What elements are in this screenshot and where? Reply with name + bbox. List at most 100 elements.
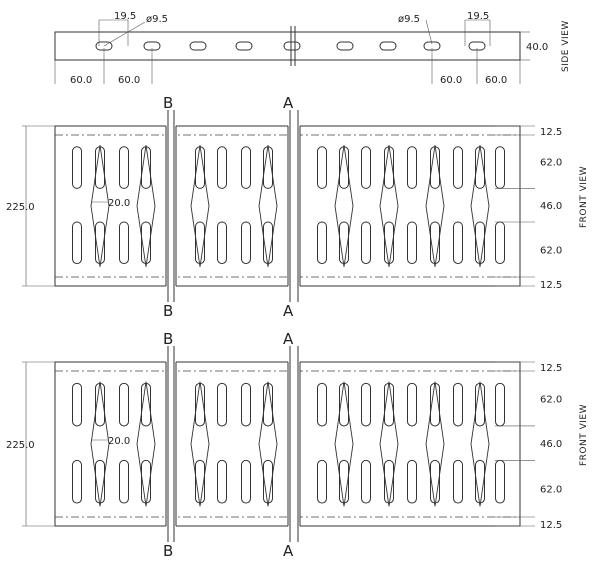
ventilation-slot — [217, 459, 227, 504]
ventilation-slot — [407, 382, 417, 427]
diamond-rib — [470, 381, 490, 507]
ventilation-slot — [72, 382, 82, 427]
mounting-hole — [235, 41, 253, 51]
side-view-holes — [95, 41, 486, 51]
dim-leader — [103, 21, 146, 47]
mounting-hole — [336, 41, 354, 51]
ventilation-slot — [361, 382, 371, 427]
mounting-hole — [379, 41, 397, 51]
ventilation-slot — [495, 459, 505, 504]
section-label-a: A — [283, 302, 294, 320]
diamond-width-dim: 20.0 — [108, 198, 130, 209]
pitch-dim: 60.0 — [485, 75, 507, 86]
ventilation-slot — [361, 146, 371, 189]
hole-diameter-right: ø9.5 — [398, 14, 420, 25]
break-gap — [288, 360, 300, 528]
ventilation-slot — [495, 221, 505, 265]
front-view-label: FRONT VIEW — [579, 166, 589, 228]
diamond-width-dim: 20.0 — [108, 436, 130, 447]
diamond-rib — [470, 145, 490, 267]
ventilation-slot — [317, 382, 327, 427]
break-gap — [166, 360, 176, 528]
ventilation-slot — [119, 146, 129, 189]
right-dim: 62.0 — [540, 158, 562, 169]
diamond-rib — [258, 381, 278, 507]
ventilation-slot — [407, 459, 417, 504]
edge-dim-right: 19.5 — [467, 11, 489, 22]
ventilation-slot — [241, 382, 251, 427]
right-dim: 62.0 — [540, 485, 562, 496]
section-label-a: A — [283, 330, 294, 348]
right-dim: 12.5 — [540, 520, 562, 531]
ventilation-slot — [453, 382, 463, 427]
ventilation-slot — [317, 459, 327, 504]
right-dim: 46.0 — [540, 201, 562, 212]
ventilation-slot — [453, 146, 463, 189]
ventilation-slot — [453, 221, 463, 265]
ventilation-slot — [72, 459, 82, 504]
break-gap — [288, 124, 300, 288]
ventilation-slot — [241, 221, 251, 265]
ventilation-slot — [361, 221, 371, 265]
pitch-dim: 60.0 — [70, 75, 92, 86]
diamond-rib — [334, 381, 354, 507]
diamond-rib — [136, 145, 156, 267]
pitch-dim: 60.0 — [118, 75, 140, 86]
side-view-outline — [54, 31, 521, 61]
mounting-hole — [283, 41, 301, 51]
side-view: 19.5 ø9.5 19.5 ø9.5 60.0 60.0 60.0 60.0 … — [54, 11, 571, 86]
right-dim: 62.0 — [540, 394, 562, 405]
diamond-rib — [425, 145, 445, 267]
ventilation-slot — [317, 221, 327, 265]
right-dim: 62.0 — [540, 246, 562, 257]
right-dim: 12.5 — [540, 363, 562, 374]
width-dim: 225.0 — [6, 440, 35, 451]
ventilation-slot — [495, 382, 505, 427]
diamond-rib — [258, 145, 278, 267]
diamond-rib — [136, 381, 156, 507]
side-height-dim: 40.0 — [526, 42, 548, 53]
diamond-rib — [334, 145, 354, 267]
diamond-rib — [90, 145, 110, 267]
pitch-dim: 60.0 — [440, 75, 462, 86]
ventilation-slot — [119, 221, 129, 265]
diamond-rib — [379, 145, 399, 267]
mounting-hole — [189, 41, 207, 51]
right-dim: 12.5 — [540, 280, 562, 291]
ventilation-slot — [72, 146, 82, 189]
section-label-b: B — [163, 94, 173, 112]
ventilation-slot — [407, 221, 417, 265]
ventilation-slot — [119, 382, 129, 427]
ventilation-slot — [72, 221, 82, 265]
section-label-b: B — [163, 542, 173, 560]
right-dim: 12.5 — [540, 127, 562, 138]
right-dim: 46.0 — [540, 439, 562, 450]
ventilation-slot — [119, 459, 129, 504]
side-view-label: SIDE VIEW — [561, 20, 571, 72]
diamond-rib — [90, 381, 110, 507]
ventilation-slot — [495, 146, 505, 189]
section-label-b: B — [163, 330, 173, 348]
hole-diameter-left: ø9.5 — [146, 14, 168, 25]
ventilation-slot — [217, 146, 227, 189]
section-label-a: A — [283, 542, 294, 560]
ventilation-slot — [361, 459, 371, 504]
dim-leader — [425, 19, 433, 45]
ventilation-slot — [241, 146, 251, 189]
diamond-rib — [190, 145, 210, 267]
front-view-label: FRONT VIEW — [579, 404, 589, 466]
ventilation-slot — [241, 459, 251, 504]
diamond-rib — [190, 381, 210, 507]
break-gap — [166, 124, 176, 288]
diamond-rib — [425, 381, 445, 507]
section-label-a: A — [283, 94, 294, 112]
section-label-b: B — [163, 302, 173, 320]
width-dim: 225.0 — [6, 202, 35, 213]
ventilation-slot — [407, 146, 417, 189]
ventilation-slot — [217, 221, 227, 265]
diamond-rib — [379, 381, 399, 507]
